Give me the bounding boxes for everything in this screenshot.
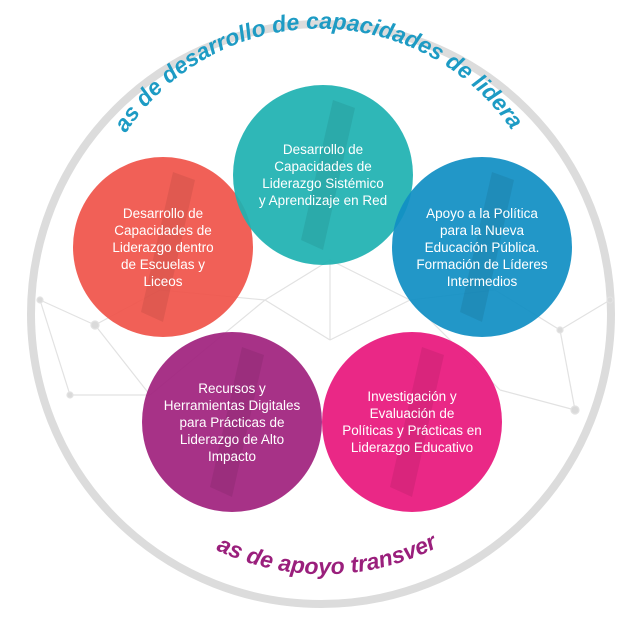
watermark-escuelas bbox=[141, 172, 195, 322]
circle-red bbox=[233, 85, 413, 265]
watermark-politica bbox=[460, 172, 514, 322]
circles-group bbox=[73, 85, 572, 512]
circle-investigacion bbox=[322, 332, 502, 512]
circle-politica bbox=[392, 157, 572, 337]
watermark-red bbox=[301, 100, 355, 250]
outer-ring bbox=[27, 20, 615, 608]
circle-escuelas bbox=[73, 157, 253, 337]
circle-recursos bbox=[142, 332, 322, 512]
watermark-recursos bbox=[210, 347, 264, 497]
watermark-investigacion bbox=[390, 347, 444, 497]
